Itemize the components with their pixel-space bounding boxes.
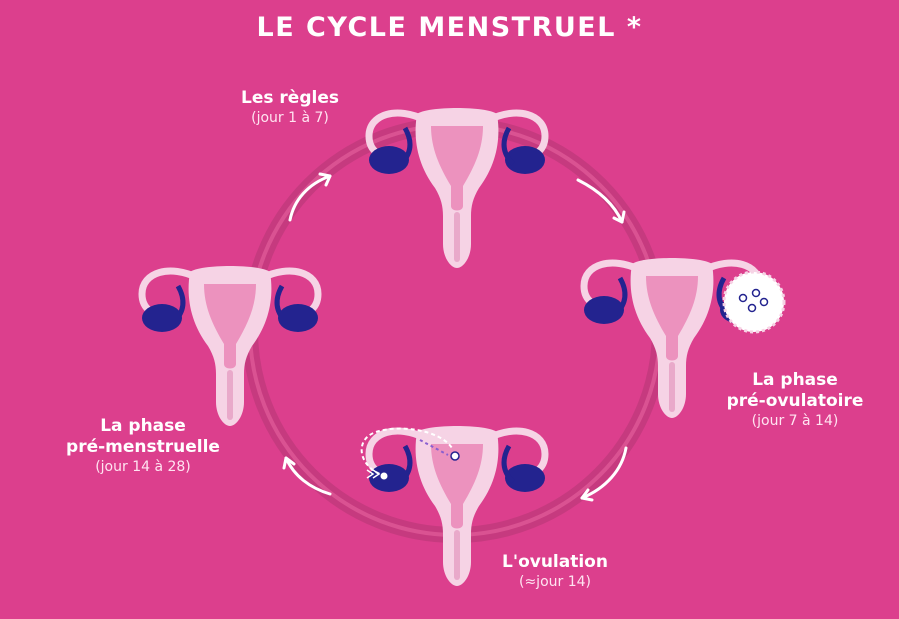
phase-label-pre-menstruelle: La phase pré-menstruelle (jour 14 à 28) <box>38 416 248 477</box>
arrow-bottom-left <box>282 456 332 496</box>
arrow-bottom-right <box>580 446 628 502</box>
phase-label-pre-ovulatoire: La phase pré-ovulatoire (jour 7 à 14) <box>705 370 885 431</box>
phase-name-line1: La phase <box>752 370 838 390</box>
phase-name: Les règles <box>241 88 339 108</box>
arrow-top-right <box>576 178 626 224</box>
phase-days: (jour 1 à 7) <box>251 110 329 126</box>
page-title: LE CYCLE MENSTRUEL * <box>256 12 643 43</box>
phase-name-line2: pré-ovulatoire <box>726 391 864 411</box>
phase-days: (jour 14 à 28) <box>95 459 191 475</box>
phase-name: L'ovulation <box>502 552 608 572</box>
arrow-top-left <box>288 172 332 222</box>
phase-label-regles: Les règles (jour 1 à 7) <box>200 88 380 128</box>
uterus-left-illustration <box>142 266 318 426</box>
phase-days: (≈jour 14) <box>518 574 591 590</box>
phase-days: (jour 7 à 14) <box>751 413 839 429</box>
phase-name-line2: pré-menstruelle <box>66 437 220 457</box>
follicle-bubble <box>722 270 786 334</box>
phase-label-ovulation: L'ovulation (≈jour 14) <box>465 552 645 592</box>
egg-path <box>360 427 460 480</box>
phase-name-line1: La phase <box>100 416 186 436</box>
